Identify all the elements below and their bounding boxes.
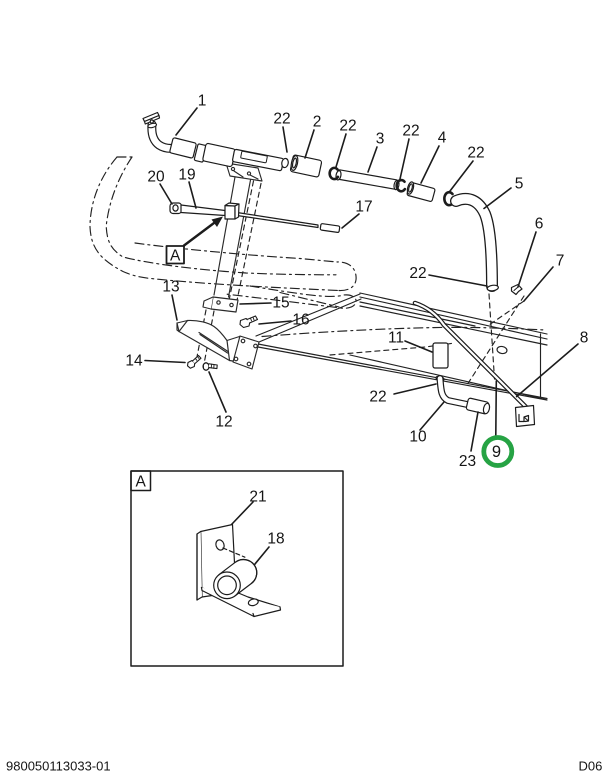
svg-text:A: A bbox=[170, 248, 181, 265]
svg-text:9: 9 bbox=[492, 443, 501, 461]
svg-text:6: 6 bbox=[535, 216, 544, 233]
svg-text:22: 22 bbox=[273, 111, 290, 128]
svg-text:8: 8 bbox=[580, 330, 589, 347]
svg-text:21: 21 bbox=[249, 489, 266, 506]
svg-text:7: 7 bbox=[556, 253, 565, 270]
svg-text:12: 12 bbox=[215, 414, 232, 431]
svg-text:22: 22 bbox=[467, 145, 484, 162]
svg-text:10: 10 bbox=[409, 429, 427, 446]
svg-text:2: 2 bbox=[313, 114, 322, 131]
svg-text:980050113033-01: 980050113033-01 bbox=[6, 759, 111, 774]
svg-text:22: 22 bbox=[369, 389, 386, 406]
svg-text:22: 22 bbox=[409, 265, 426, 282]
svg-text:11: 11 bbox=[388, 330, 404, 347]
svg-text:19: 19 bbox=[178, 167, 195, 184]
svg-text:5: 5 bbox=[515, 176, 524, 193]
svg-text:15: 15 bbox=[272, 295, 289, 312]
svg-text:22: 22 bbox=[339, 118, 356, 135]
svg-text:16: 16 bbox=[292, 312, 309, 329]
svg-text:A: A bbox=[136, 474, 147, 491]
svg-text:22: 22 bbox=[402, 123, 419, 140]
svg-text:17: 17 bbox=[355, 199, 372, 216]
svg-text:1: 1 bbox=[198, 93, 207, 110]
svg-text:3: 3 bbox=[376, 131, 385, 148]
svg-text:23: 23 bbox=[459, 453, 476, 470]
svg-text:D06: D06 bbox=[579, 759, 603, 774]
svg-text:14: 14 bbox=[125, 353, 143, 370]
svg-text:18: 18 bbox=[267, 531, 284, 548]
svg-text:20: 20 bbox=[147, 169, 165, 186]
svg-text:13: 13 bbox=[162, 279, 179, 296]
svg-text:4: 4 bbox=[438, 130, 447, 147]
